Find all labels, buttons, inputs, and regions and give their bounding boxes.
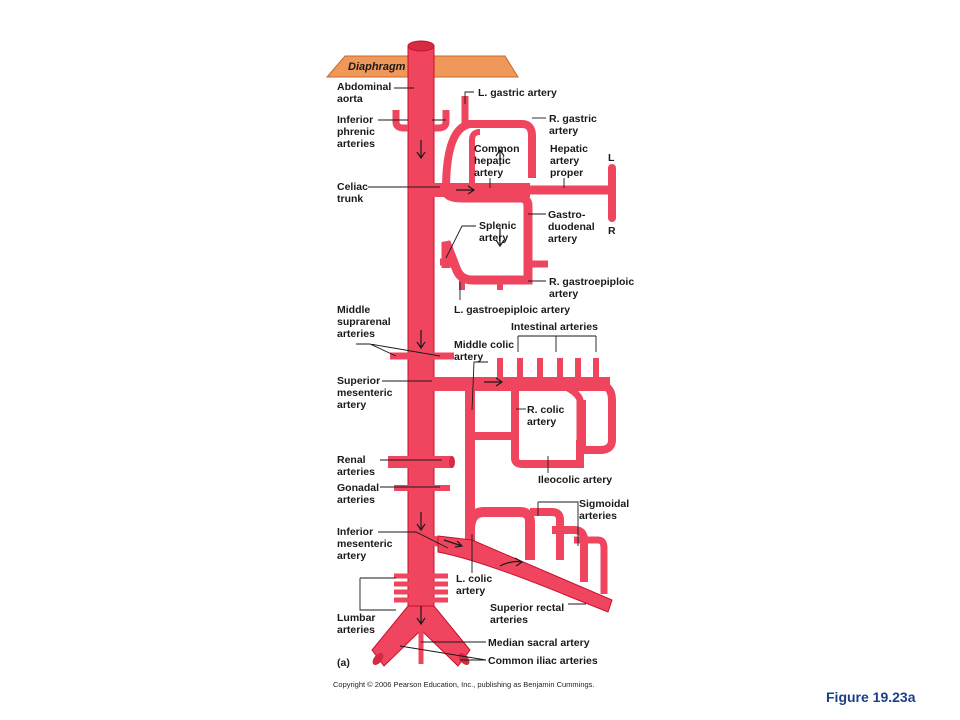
label-superior-rectal: Superior rectal arteries: [490, 602, 567, 626]
label-abdominal-aorta: Abdominal aorta: [337, 81, 394, 105]
label-middle-colic: Middle colic artery: [454, 339, 517, 363]
label-r-gastric: R. gastric artery: [549, 113, 600, 137]
splenic-loop-vessel: [441, 189, 533, 285]
colic-loop-outer-vessel: [578, 380, 616, 454]
leader-common-iliac: [399, 645, 487, 661]
leader-middle-suprarenal: [356, 343, 441, 357]
label-renal: Renal arteries: [337, 454, 375, 478]
label-intestinal: Intestinal arteries: [511, 321, 598, 333]
label-median-sacral: Median sacral artery: [488, 637, 590, 649]
leader-sigmoidal: [537, 501, 579, 546]
label-diaphragm: Diaphragm: [348, 61, 406, 73]
label-hepatic-proper: Hepatic artery proper: [550, 143, 591, 179]
diagram-labels: Diaphragm Abdominal aorta Inferior phren…: [337, 61, 637, 669]
leader-splenic: [445, 225, 476, 259]
arrow-aorta-3: [416, 512, 426, 532]
gastroepiploic-bottom-vessel: [459, 280, 503, 290]
copyright-notice: Copyright © 2006 Pearson Education, Inc.…: [333, 680, 595, 689]
l-gastric-loop-vessel: [442, 120, 536, 191]
label-gastroduodenal: Gastro- duodenal artery: [548, 209, 598, 245]
arrow-ima: [443, 539, 464, 548]
label-lumbar: Lumbar arteries: [337, 612, 378, 636]
colic-loop-inner-vessel: [511, 384, 584, 468]
flow-arrows: [416, 140, 524, 626]
label-r-gastroepiploic: R. gastroepiploic artery: [549, 276, 637, 300]
renal-right-cap: [449, 456, 455, 468]
leader-intestinal: [517, 335, 597, 352]
label-side-l: L: [608, 152, 615, 164]
common-iliac-vessels: [371, 605, 471, 667]
arrow-aorta-2: [416, 330, 426, 350]
leader-middle-colic: [471, 361, 488, 411]
intestinal-branches-vessels: [497, 358, 599, 384]
arrow-hepatic-up: [495, 148, 505, 166]
figure-label: Figure 19.23a: [826, 689, 916, 705]
label-ileocolic: Ileocolic artery: [538, 474, 612, 486]
r-gastric-vessel: [469, 129, 481, 190]
middle-colic-loop-vessel: [558, 380, 584, 440]
leader-l-gastric: [464, 91, 474, 104]
label-l-colic: L. colic artery: [456, 573, 495, 597]
leader-inferior-mesenteric: [378, 531, 449, 549]
aorta-top-cap: [407, 40, 435, 52]
arrow-aorta-4: [416, 606, 426, 626]
label-r-colic: R. colic artery: [527, 404, 567, 428]
label-inferior-phrenic: Inferior phrenic arteries: [337, 114, 378, 150]
label-inferior-mesenteric: Inferior mesenteric artery: [337, 526, 395, 562]
label-l-gastroepiploic: L. gastroepiploic artery: [454, 304, 570, 316]
label-l-gastric: L. gastric artery: [478, 87, 557, 99]
label-splenic: Splenic artery: [479, 220, 519, 244]
inferior-phrenic-vessels: [392, 110, 450, 132]
label-side-r: R: [608, 225, 616, 237]
label-common-hepatic: Common hepatic artery: [474, 143, 522, 179]
label-celiac-trunk: Celiac trunk: [337, 181, 371, 205]
sigmoidal-extra-vessel: [574, 536, 608, 594]
arrow-sma: [484, 377, 504, 387]
superior-rectal-vessel: [437, 535, 613, 613]
label-gonadal: Gonadal arteries: [337, 482, 382, 506]
arrow-aorta-1: [416, 140, 426, 160]
leader-lines: [356, 87, 597, 661]
leader-lumbar: [359, 577, 396, 611]
lumbar-vessels: [394, 573, 448, 603]
label-superior-mesenteric: Superior mesenteric artery: [337, 375, 395, 411]
arrow-celiac: [456, 185, 476, 195]
label-middle-suprarenal: Middle suprarenal arteries: [337, 304, 394, 340]
arrow-rectal: [499, 557, 524, 567]
label-panel: (a): [337, 657, 350, 669]
label-sigmoidal: Sigmoidal arteries: [579, 498, 632, 522]
label-common-iliac: Common iliac arteries: [488, 655, 598, 667]
arrow-gastroduodenal-down: [495, 228, 505, 248]
iliac-left-cap: [372, 653, 384, 665]
